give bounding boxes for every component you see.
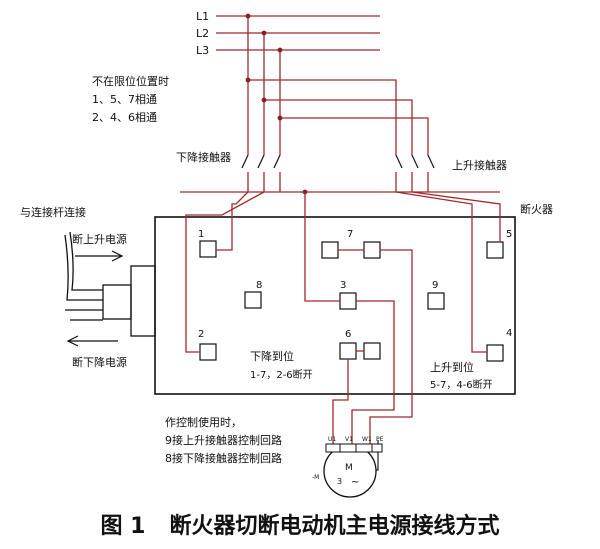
motor-pe-label: PE xyxy=(376,436,384,443)
wiring-diagram: L1 L2 L3 断火器 xyxy=(20,10,553,498)
terminal-1-label: 1 xyxy=(198,229,204,240)
link-rod-label: 与连接杆连接 xyxy=(20,205,86,219)
feeder-wires xyxy=(247,16,429,155)
line-label-l2: L2 xyxy=(196,27,209,40)
figure-caption: 图 1 断火器切断电动机主电源接线方式 xyxy=(0,508,600,540)
motor-m-label: M xyxy=(345,463,353,473)
left-note-title: 不在限位位置时 xyxy=(92,74,169,88)
cut-up-label: 断上升电源 xyxy=(72,232,127,246)
junction-dots xyxy=(245,13,283,121)
left-note-line2: 2、4、6相通 xyxy=(92,111,157,124)
terminal-8-label: 8 xyxy=(256,280,262,291)
figure-title: 断火器切断电动机主电源接线方式 xyxy=(169,514,500,539)
up-contactor-label: 上升接触器 xyxy=(452,158,507,172)
line-label-l1: L1 xyxy=(196,10,209,23)
left-note-line1: 1、5、7相通 xyxy=(92,93,157,106)
terminal-3-label: 3 xyxy=(340,280,346,291)
terminal-7-label: 7 xyxy=(347,229,353,240)
motor-ac-label: ~ xyxy=(351,477,359,488)
breaker-label: 断火器 xyxy=(520,202,553,216)
terminal-2-label: 2 xyxy=(198,329,204,340)
power-lines xyxy=(216,15,380,51)
control-note-line1: 9接上升接触器控制回路 xyxy=(165,433,282,447)
arrow-right-icon xyxy=(75,250,124,262)
terminal-boxes xyxy=(199,240,504,362)
control-note-title: 作控制使用时， xyxy=(165,415,242,429)
motor-v1-label: V1 xyxy=(345,436,353,443)
motor-icon xyxy=(323,443,383,498)
up-contactor-switches xyxy=(395,154,435,169)
up-limit-label: 上升到位 xyxy=(430,360,474,374)
motor-u1-label: U1 xyxy=(328,436,336,443)
down-contactor-label: 下降接触器 xyxy=(176,150,231,164)
control-note-line2: 8接下降接触器控制回路 xyxy=(165,451,282,465)
figure-number: 图 1 xyxy=(100,514,146,539)
actuator xyxy=(64,231,156,337)
terminal-4-label: 4 xyxy=(506,328,512,339)
down-limit-label: 下降到位 xyxy=(250,349,294,363)
terminal-9-label: 9 xyxy=(432,280,438,291)
breaker-wiring xyxy=(185,191,501,444)
terminal-6-label: 6 xyxy=(345,329,351,340)
down-limit-detail: 1-7，2-6断开 xyxy=(250,368,313,381)
up-limit-detail: 5-7，4-6断开 xyxy=(430,378,493,391)
down-contactor-switches xyxy=(241,154,281,169)
arrow-left-icon xyxy=(66,335,118,347)
line-label-l3: L3 xyxy=(196,44,209,57)
motor-w1-label: W1 xyxy=(362,436,372,443)
motor-side-label: -M xyxy=(312,474,319,481)
motor-phase-label: 3 xyxy=(337,477,342,486)
contactor-leads xyxy=(180,172,500,193)
terminal-5-label: 5 xyxy=(506,229,512,240)
cut-down-label: 断下降电源 xyxy=(72,355,127,369)
